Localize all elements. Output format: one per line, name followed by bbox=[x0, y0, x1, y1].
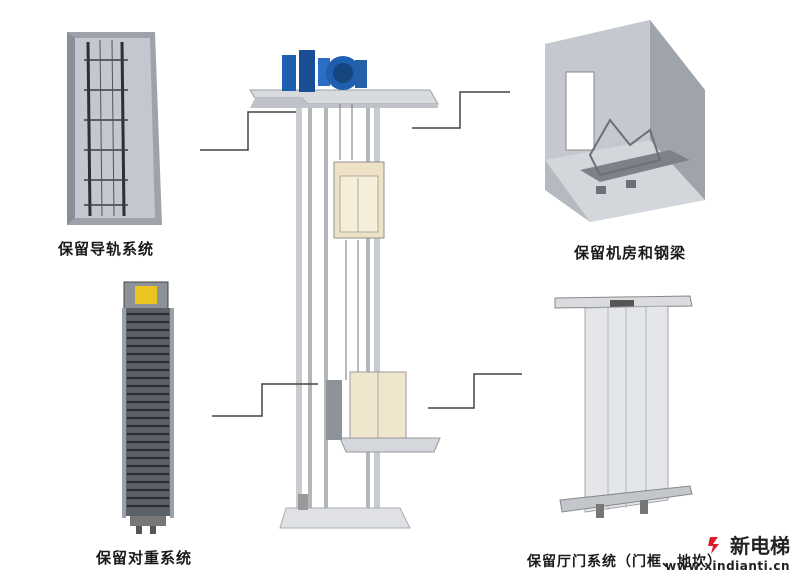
label-guide-rail-system: 保留导轨系统 bbox=[58, 240, 155, 258]
label-counterweight-system: 保留对重系统 bbox=[96, 549, 193, 567]
machine-room-illustration bbox=[545, 20, 705, 222]
elevator-shaft-illustration bbox=[249, 50, 441, 529]
callout-line-guide-rail bbox=[200, 111, 296, 151]
label-landing-door-system: 保留厅门系统（门框、地坎） bbox=[527, 554, 722, 570]
callout-line-landing-door bbox=[428, 373, 522, 409]
callout-line-machine-room bbox=[412, 91, 510, 129]
watermark-brand: 新电梯 bbox=[730, 534, 790, 558]
watermark-url: www.xindianti.cn bbox=[665, 559, 790, 573]
callout-line-counterweight bbox=[212, 383, 318, 417]
watermark: 新电梯 www.xindianti.cn bbox=[665, 530, 790, 573]
label-machine-room-steel-beam: 保留机房和钢梁 bbox=[574, 244, 687, 262]
landing-door-illustration bbox=[554, 295, 693, 518]
counterweight-illustration bbox=[122, 281, 174, 534]
callout-lines bbox=[200, 91, 522, 417]
guide-rail-shaft-illustration bbox=[67, 32, 162, 225]
brand-logo-icon bbox=[708, 536, 719, 554]
